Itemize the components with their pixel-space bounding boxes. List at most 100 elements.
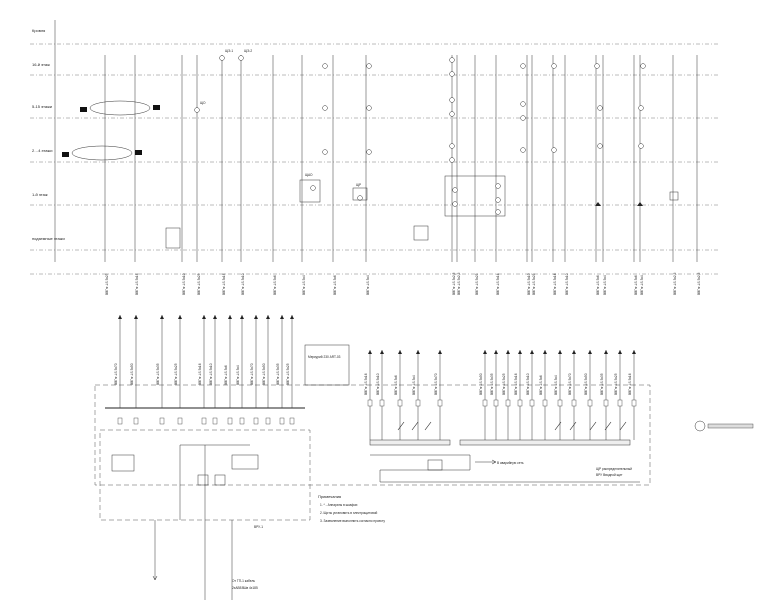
arrow-up-icon bbox=[202, 315, 206, 319]
arrow-up-icon bbox=[398, 350, 402, 354]
cable-tag: ВВГнг-LS 5х25 bbox=[286, 363, 290, 385]
device-icon bbox=[322, 63, 328, 69]
panel-note: ЩР распределительный bbox=[596, 467, 632, 471]
device-icon bbox=[551, 63, 557, 69]
device-icon bbox=[449, 157, 455, 163]
feeder-label: ВВГнг-LS 3х10 bbox=[565, 273, 569, 295]
cable-tag: ВВГнг-LS 3х4 bbox=[236, 365, 240, 385]
device-icon bbox=[219, 55, 225, 61]
device-icon bbox=[597, 105, 603, 111]
cable-loop bbox=[71, 145, 133, 161]
junction-box bbox=[352, 187, 368, 201]
device-icon bbox=[452, 201, 458, 207]
device-icon bbox=[520, 63, 526, 69]
breaker-icon bbox=[603, 399, 609, 407]
junction-box bbox=[444, 175, 506, 217]
breaker-icon bbox=[437, 399, 443, 407]
floor-label-3: 2…4 этажи bbox=[32, 148, 52, 153]
panel-note: ВРУ Вводной щит bbox=[596, 473, 623, 477]
arrow-up-icon bbox=[618, 350, 622, 354]
switch-contact bbox=[604, 421, 612, 431]
cable-tag: ВВГнг-LS 5х16 bbox=[198, 363, 202, 385]
breaker-icon bbox=[253, 417, 259, 425]
device-tag: ЩО bbox=[200, 101, 206, 105]
device-icon bbox=[495, 183, 501, 189]
cable-tag: ВВГнг-LS 3х6 bbox=[224, 365, 228, 385]
breaker-icon bbox=[415, 399, 421, 407]
cable-tag: ВВГнг-LS 3х4 bbox=[554, 375, 558, 395]
lamp-icon bbox=[595, 202, 601, 206]
device-tag: ЩР bbox=[356, 183, 361, 187]
device-icon bbox=[322, 105, 328, 111]
device-icon bbox=[594, 63, 600, 69]
breaker-icon bbox=[279, 417, 285, 425]
device-tag: ЩЭ-1 bbox=[225, 49, 233, 53]
input-cable-label: От ТП-1 кабель bbox=[232, 579, 255, 583]
arrow-up-icon bbox=[438, 350, 442, 354]
cable-tag: ВВГнг-LS 5х35 bbox=[276, 363, 280, 385]
arrow-up-icon bbox=[290, 315, 294, 319]
feeder-label: ВВГнг-LS 3х25 bbox=[532, 273, 536, 295]
feeder-label: ВВГнг-LS 5х2,5 bbox=[697, 272, 701, 295]
device-icon bbox=[366, 63, 372, 69]
arrow-down-icon bbox=[152, 575, 158, 581]
feeder-label: ВВГнг-LS 3х2,5 bbox=[673, 272, 677, 295]
arrow-up-icon bbox=[380, 350, 384, 354]
cable-loop bbox=[89, 100, 151, 116]
arrow-up-icon bbox=[266, 315, 270, 319]
meter-label: Меркурий 230 ART-03 bbox=[308, 355, 341, 359]
cable-tag: ВВГнг-LS 5х70 bbox=[568, 373, 572, 395]
device-icon bbox=[495, 197, 501, 203]
device-icon bbox=[366, 149, 372, 155]
panel-boundary bbox=[94, 384, 651, 486]
arrow-up-icon bbox=[213, 315, 217, 319]
cable-tag: ВВГнг-LS 5х16 bbox=[364, 373, 368, 395]
device-icon bbox=[640, 63, 646, 69]
arrow-up-icon bbox=[134, 315, 138, 319]
arrow-up-icon bbox=[506, 350, 510, 354]
feeder-label: ВВГнг-LS 3х10 bbox=[241, 273, 245, 295]
cable-tag: ВВГнг-LS 5х35 bbox=[490, 373, 494, 395]
feeder-label: ВВГнг-LS 5х6 bbox=[273, 275, 277, 295]
breaker-icon bbox=[493, 399, 499, 407]
cable-tag: ВВГнг-LS 3х6 bbox=[539, 375, 543, 395]
arrow-up-icon bbox=[604, 350, 608, 354]
breaker-icon bbox=[482, 399, 488, 407]
feeder-label: ВВГнг-LS 3х25 bbox=[197, 273, 201, 295]
feeder-label: ВВГнг-LS 3х4 bbox=[366, 275, 370, 295]
breaker-icon bbox=[587, 399, 593, 407]
breaker-icon bbox=[177, 417, 183, 425]
cable-tag: ВВГнг-LS 5х25 bbox=[174, 363, 178, 385]
feeder-label: ВВГнг-LS 3х6 bbox=[634, 275, 638, 295]
switch-contact bbox=[424, 421, 432, 431]
cable-tag: ВВГнг-LS 5х25 bbox=[502, 373, 506, 395]
breaker-icon bbox=[379, 399, 385, 407]
floor-label-1: 16-й этаж bbox=[32, 62, 50, 67]
arrow-up-icon bbox=[160, 315, 164, 319]
terminal-block bbox=[135, 150, 142, 155]
cable-tag: ВВГнг-LS 5х70 bbox=[114, 363, 118, 385]
device-icon bbox=[310, 185, 316, 191]
arrow-up-icon bbox=[368, 350, 372, 354]
cable-tag: ВВГнг-LS 5х16 bbox=[514, 373, 518, 395]
feeder-label: ВВГнг-LS 5х10 bbox=[182, 273, 186, 295]
cable-tag: ВВГнг-LS 5х70 bbox=[250, 363, 254, 385]
feeder-label: ВВГнг-LS 5х6 bbox=[596, 275, 600, 295]
switch-contact bbox=[397, 421, 405, 431]
arrow-up-icon bbox=[543, 350, 547, 354]
device-icon bbox=[638, 143, 644, 149]
junction-box bbox=[413, 225, 429, 241]
breaker-icon bbox=[212, 417, 218, 425]
arrow-up-icon bbox=[254, 315, 258, 319]
device-icon bbox=[357, 195, 363, 201]
arrow-up-icon bbox=[228, 315, 232, 319]
cable-tag: ВВГнг-LS 5х10 bbox=[209, 363, 213, 385]
breaker-icon bbox=[631, 399, 637, 407]
meter-box bbox=[304, 344, 350, 386]
notes-title: Примечания bbox=[318, 494, 341, 499]
arrow-up-icon bbox=[416, 350, 420, 354]
lamp-icon bbox=[637, 202, 643, 206]
device-icon bbox=[638, 105, 644, 111]
